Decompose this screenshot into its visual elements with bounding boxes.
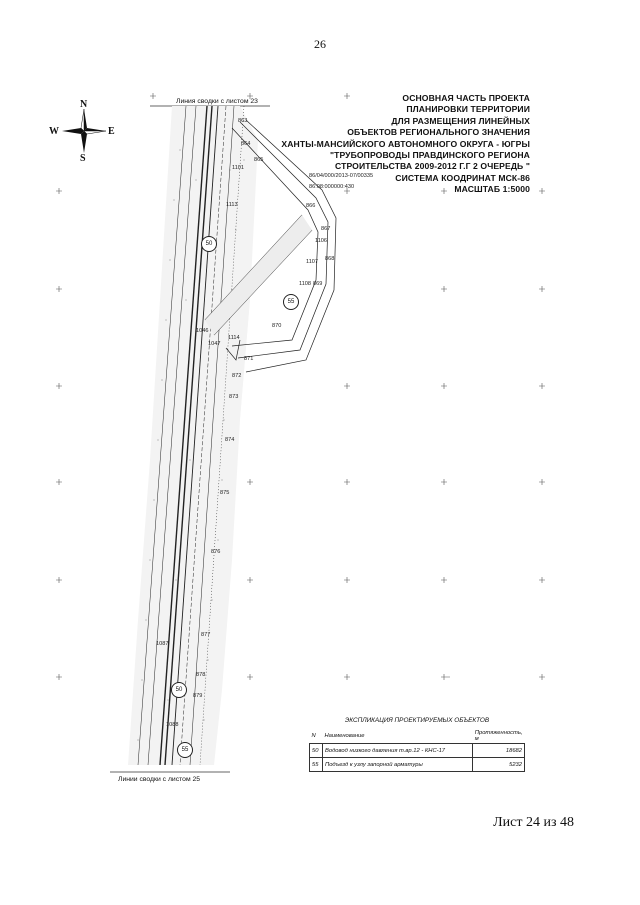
- legend-header-name: Наименование: [322, 729, 473, 744]
- point-label: 1088: [166, 722, 179, 728]
- legend-header-num: N: [309, 729, 323, 744]
- point-label: 876: [211, 549, 221, 555]
- point-label: 865: [254, 157, 264, 163]
- pipeline-lines: [137, 105, 245, 766]
- legend-row-num: 55: [309, 757, 323, 772]
- compass-east: E: [108, 126, 115, 137]
- compass-north: N: [80, 99, 88, 110]
- title-line: СИСТЕМА КООДРИНАТ МСК-86: [395, 172, 530, 183]
- legend-row-num: 50: [309, 743, 323, 758]
- title-line: ХАНТЫ-МАНСИЙСКОГО АВТОНОМНОГО ОКРУГА - Ю…: [281, 138, 530, 149]
- route-marker-50: 50: [201, 236, 217, 252]
- title-line: ПЛАНИРОВКИ ТЕРРИТОРИИ: [406, 104, 530, 115]
- point-label: 1113: [226, 202, 238, 208]
- legend-row-length: 18682: [472, 743, 525, 758]
- point-label: 1107: [306, 259, 319, 265]
- point-label: 875: [220, 490, 230, 496]
- point-label: 1087: [156, 641, 169, 647]
- route-marker-50: 50: [171, 682, 187, 698]
- point-label: 864: [241, 141, 251, 147]
- corridor-area: [128, 106, 258, 765]
- point-label: 868: [325, 256, 335, 262]
- title-line: ОБЪЕКТОВ РЕГИОНАЛЬНОГО ЗНАЧЕНИЯ: [347, 127, 530, 138]
- point-label: 872: [232, 373, 242, 379]
- page-number: 26: [314, 37, 326, 51]
- point-label: 1114: [228, 335, 240, 341]
- point-label: 870: [272, 323, 282, 329]
- grid-crosses: [56, 93, 545, 680]
- match-line-top-label: Линия сводки с листом 23: [176, 98, 258, 105]
- table-row: 55 Подъезд к узлу запорной арматуры 5232: [309, 757, 525, 772]
- compass-west: W: [49, 126, 59, 137]
- point-label: 867: [321, 226, 331, 232]
- legend-header-length: Протяженность, м: [472, 729, 525, 744]
- legend-row-length: 5232: [472, 757, 525, 772]
- point-label: 1106: [315, 238, 328, 244]
- legend-row-name: Водовод низкого давления т.вр.12 - КНС-1…: [321, 743, 474, 758]
- point-label: 871: [244, 356, 254, 362]
- point-label: 878: [196, 672, 206, 678]
- point-label: 1046: [196, 328, 209, 334]
- drawing-title: ОСНОВНАЯ ЧАСТЬ ПРОЕКТА ПЛАНИРОВКИ ТЕРРИТ…: [250, 93, 530, 196]
- legend-header-row: N Наименование Протяженность, м: [309, 729, 525, 744]
- point-label: 866: [306, 203, 316, 209]
- table-row: 50 Водовод низкого давления т.вр.12 - КН…: [309, 743, 525, 758]
- cadastral-number: 86/04/000/2013-07/00335: [309, 173, 374, 179]
- legend-row-name: Подъезд к узлу запорной арматуры: [321, 757, 474, 772]
- point-label: 1047: [208, 341, 221, 347]
- route-marker-55: 55: [177, 742, 193, 758]
- legend-caption: ЭКСПЛИКАЦИЯ ПРОЕКТИРУЕМЫХ ОБЪЕКТОВ: [344, 717, 490, 724]
- cadastral-number: 86:08:000000:430: [309, 184, 355, 190]
- point-label: 873: [229, 394, 239, 400]
- point-label: 874: [225, 437, 235, 443]
- compass-south: S: [80, 153, 86, 164]
- point-label: 877: [201, 632, 211, 638]
- title-line: ОСНОВНАЯ ЧАСТЬ ПРОЕКТА: [402, 93, 530, 103]
- objects-legend: ЭКСПЛИКАЦИЯ ПРОЕКТИРУЕМЫХ ОБЪЕКТОВ N Наи…: [309, 717, 525, 772]
- legend-table: N Наименование Протяженность, м 50 Водов…: [309, 729, 525, 772]
- title-line: МАСШТАБ 1:5000: [454, 184, 530, 195]
- point-label: 1101: [232, 165, 245, 171]
- point-label: 879: [193, 693, 203, 699]
- sheet-label: Лист 24 из 48: [493, 815, 574, 830]
- title-line: "ТРУБОПРОВОДЫ ПРАВДИНСКОГО РЕГИОНА: [329, 150, 530, 161]
- compass-rose-icon: [62, 108, 107, 153]
- point-label: 863: [238, 118, 248, 124]
- title-line: ДЛЯ РАЗМЕЩЕНИЯ ЛИНЕЙНЫХ: [391, 115, 530, 126]
- point-label: 869: [313, 281, 323, 287]
- title-line: СТРОИТЕЛЬСТВА 2009-2012 Г.Г 2 ОЧЕРЕДЬ ": [335, 161, 530, 172]
- point-label: 1108: [299, 281, 312, 287]
- route-marker-55: 55: [283, 294, 299, 310]
- match-line-bottom-label: Линии сводки с листом 25: [118, 776, 201, 783]
